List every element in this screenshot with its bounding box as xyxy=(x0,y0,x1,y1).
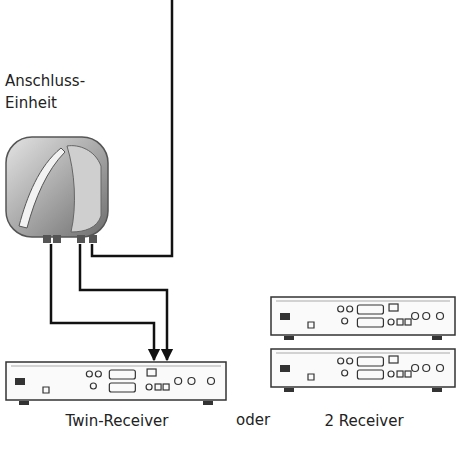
twin-receiver: Twin-Receiver xyxy=(5,360,229,432)
alternative-word: oder xyxy=(236,410,270,430)
device-label: Twin-Receiver xyxy=(5,410,229,432)
receiver-pair: 2 Receiver xyxy=(270,295,458,432)
device-illustration xyxy=(270,295,458,399)
connection-unit: Anschluss- Einheit xyxy=(5,70,111,244)
coax-cable xyxy=(51,244,154,360)
device-illustration xyxy=(5,136,111,248)
coax-cable xyxy=(80,244,167,360)
device-label: 2 Receiver xyxy=(270,410,458,432)
device-illustration xyxy=(5,360,229,410)
device-label: Anschluss- Einheit xyxy=(5,70,105,114)
